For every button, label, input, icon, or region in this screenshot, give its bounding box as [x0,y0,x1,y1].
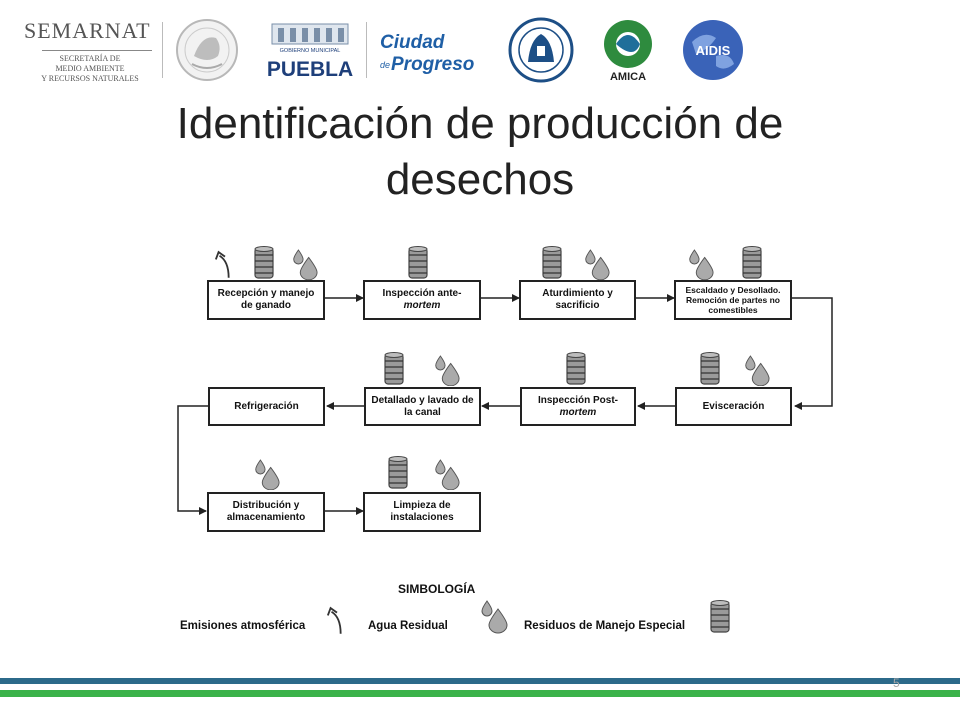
node-label: Recepción y manejo [217,288,315,299]
flow-arrow-loop [791,297,833,410]
legend-emission-icon [326,607,342,635]
process-node-aturdimiento: Aturdimiento y sacrificio [519,280,636,320]
ciudad-progreso-logo: Ciudad de Progreso [380,32,474,75]
process-node-inspeccion-post-mortem: Inspección Post- mortem [520,387,636,426]
node-label: mortem [559,406,597,418]
semarnat-logo-title: SEMARNAT [24,18,151,43]
legend-residuos-label: Residuos de Manejo Especial [524,620,686,632]
process-node-limpieza: Limpieza de instalaciones [363,492,481,532]
water-drop-icon [293,249,318,280]
legend-water-drop-icon [481,600,508,634]
water-drop-icon [435,355,460,386]
node-label: Aturdimiento y [542,288,613,299]
process-node-recepcion: Recepción y manejo de ganado [207,280,325,320]
node-label: instalaciones [390,512,454,523]
water-drop-icon [255,459,280,490]
puebla-logo-text: PUEBLA [267,58,353,81]
barrel-icon [542,246,562,279]
node-label: mortem [403,300,441,311]
aidis-logo: AIDIS [683,20,743,80]
logo-separator [366,22,367,78]
page-number: 5 [893,676,900,690]
barrel-icon [388,456,408,489]
barrel-icon [408,246,428,279]
process-node-detallado: Detallado y lavado de la canal [364,387,481,426]
process-node-inspeccion-ante-mortem: Inspección ante- mortem [363,280,481,320]
process-node-refrigeracion: Refrigeración [208,387,325,426]
flow-arrow-loop [177,405,209,515]
semarnat-logo: SEMARNAT SECRETARÍA DE MEDIO AMBIENTE Y … [20,18,160,84]
barrel-icon [384,352,404,385]
node-label: sacrificio [555,300,600,311]
barrel-icon [742,246,762,279]
semarnat-logo-rule [42,50,152,51]
slide-title-line-2: desechos [385,155,575,204]
node-label: la canal [404,406,441,418]
ciudad-logo-text: Ciudad [380,32,445,53]
node-label: Inspección ante- [382,288,462,299]
puebla-logo-small-text: GOBIERNO MUNICIPAL [280,48,341,54]
footer-bars [0,678,960,697]
node-label: Escaldado y Desollado. [685,285,781,295]
water-drop-icon [745,355,770,386]
node-label: comestibles [708,305,758,315]
node-label: Inspección Post- [537,394,618,406]
slide-title-line-1: Identificación de producción de [176,99,784,148]
de-logo-text: de [380,60,390,70]
barrel-icon [254,246,274,279]
water-drop-icon [435,459,460,490]
node-label: de ganado [240,300,291,311]
logo-strip: SEMARNAT SECRETARÍA DE MEDIO AMBIENTE Y … [20,14,780,86]
legend-emisiones-label: Emisiones atmosférica [180,620,306,632]
legend-agua-label: Agua Residual [368,620,448,632]
emission-icon [214,251,230,279]
footer-bar-blue [0,678,960,684]
barrel-icon [700,352,720,385]
water-drop-icon [689,249,714,280]
process-node-distribucion: Distribución y almacenamiento [207,492,325,532]
node-label: Detallado y lavado de [371,394,474,406]
node-label: almacenamiento [226,512,306,523]
node-label: Remoción de partes no [685,295,780,305]
university-seal-logo [508,17,574,83]
footer-bar-green [0,690,960,697]
barrel-icon [566,352,586,385]
semarnat-sub-line-3: Y RECURSOS NATURALES [41,74,139,83]
legend-title: SIMBOLOGÍA [398,582,476,596]
node-label: Limpieza de [393,500,451,511]
mexico-coat-of-arms-logo [176,19,238,81]
process-node-escaldado: Escaldado y Desollado. Remoción de parte… [674,280,792,320]
semarnat-sub-line-2: MEDIO AMBIENTE [55,64,125,73]
water-drop-icon [585,249,610,280]
aidis-logo-text: AIDIS [696,43,731,58]
node-label: Evisceración [702,400,765,412]
amica-logo: AMICA [604,20,652,83]
node-label: Refrigeración [234,400,299,412]
slide-title: Identificación de producción de desechos [60,96,900,208]
legend-barrel-icon [710,600,730,633]
logo-separator [162,22,163,78]
node-label: Distribución y [232,500,300,511]
puebla-logo: GOBIERNO MUNICIPAL PUEBLA [267,23,353,81]
semarnat-sub-line-1: SECRETARÍA DE [59,54,121,63]
process-node-evisceracion: Evisceración [675,387,792,426]
amica-logo-text: AMICA [610,71,646,83]
semarnat-logo-subtitle: SECRETARÍA DE MEDIO AMBIENTE Y RECURSOS … [20,54,160,84]
progreso-logo-text: Progreso [391,54,474,75]
